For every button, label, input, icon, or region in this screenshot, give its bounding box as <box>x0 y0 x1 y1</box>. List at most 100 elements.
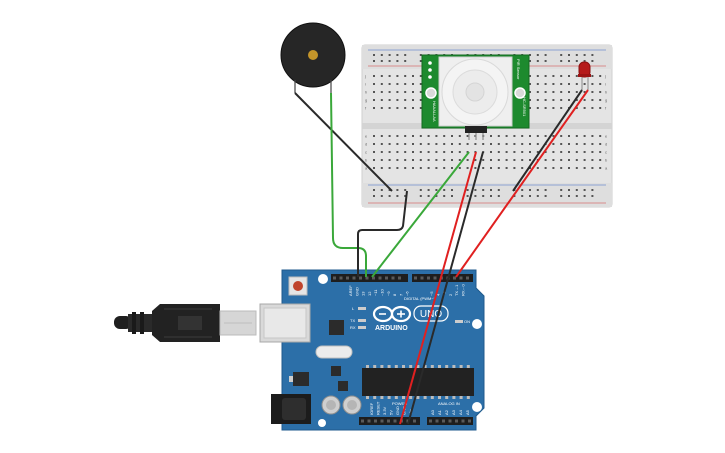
breadboard-hole[interactable] <box>599 151 602 153</box>
header-pin[interactable] <box>442 419 445 423</box>
breadboard-hole[interactable] <box>404 151 407 153</box>
breadboard-hole[interactable] <box>482 143 485 145</box>
header-pin[interactable] <box>372 276 375 280</box>
breadboard-hole[interactable] <box>568 91 570 93</box>
rail-hole[interactable] <box>404 189 407 191</box>
breadboard-hole[interactable] <box>458 151 461 153</box>
breadboard-hole[interactable] <box>560 135 563 137</box>
breadboard-holes[interactable] <box>373 54 602 197</box>
breadboard-hole[interactable] <box>373 167 375 169</box>
rail-hole[interactable] <box>575 60 578 62</box>
rail-hole[interactable] <box>419 54 422 56</box>
header-pin[interactable] <box>393 419 397 423</box>
breadboard-hole[interactable] <box>568 167 570 169</box>
breadboard-hole[interactable] <box>583 83 586 85</box>
breadboard-hole[interactable] <box>505 135 508 137</box>
breadboard-hole[interactable] <box>412 75 414 77</box>
rail-hole[interactable] <box>529 195 531 197</box>
breadboard-hole[interactable] <box>505 159 508 161</box>
breadboard-hole[interactable] <box>388 151 391 153</box>
breadboard-hole[interactable] <box>544 99 547 101</box>
breadboard-hole[interactable] <box>575 91 578 93</box>
wire-gnd-arduino[interactable] <box>357 190 408 277</box>
header-pin[interactable] <box>420 276 424 280</box>
breadboard-hole[interactable] <box>591 143 594 145</box>
header-pin[interactable] <box>359 276 362 280</box>
breadboard-hole[interactable] <box>373 135 375 137</box>
breadboard-hole[interactable] <box>380 91 383 93</box>
breadboard-hole[interactable] <box>560 83 563 85</box>
breadboard-hole[interactable] <box>529 91 531 93</box>
breadboard-hole[interactable] <box>513 143 516 145</box>
rail-hole[interactable] <box>575 195 578 197</box>
breadboard-hole[interactable] <box>396 143 399 145</box>
breadboard-hole[interactable] <box>497 151 500 153</box>
breadboard-hole[interactable] <box>380 167 383 169</box>
rail-hole[interactable] <box>575 189 578 191</box>
breadboard-hole[interactable] <box>568 83 570 85</box>
wire-buzzer-gnd[interactable] <box>294 92 393 192</box>
piezo-buzzer[interactable] <box>280 22 346 93</box>
rail-hole[interactable] <box>388 60 391 62</box>
breadboard-hole[interactable] <box>490 143 492 145</box>
breadboard-hole[interactable] <box>529 75 531 77</box>
breadboard-hole[interactable] <box>552 135 555 137</box>
rail-hole[interactable] <box>583 195 586 197</box>
header-pin[interactable] <box>427 276 430 280</box>
breadboard-hole[interactable] <box>591 159 594 161</box>
rail-hole[interactable] <box>568 195 570 197</box>
breadboard-hole[interactable] <box>466 167 469 169</box>
breadboard-hole[interactable] <box>404 143 407 145</box>
breadboard-hole[interactable] <box>404 91 407 93</box>
rail-hole[interactable] <box>591 189 594 191</box>
breadboard-hole[interactable] <box>568 75 570 77</box>
breadboard-hole[interactable] <box>599 91 602 93</box>
breadboard-hole[interactable] <box>583 91 586 93</box>
breadboard-hole[interactable] <box>474 167 477 169</box>
breadboard-hole[interactable] <box>396 99 399 101</box>
breadboard-hole[interactable] <box>458 135 461 137</box>
rail-hole[interactable] <box>443 189 446 191</box>
breadboard-hole[interactable] <box>544 167 547 169</box>
breadboard-hole[interactable] <box>443 143 446 145</box>
breadboard-hole[interactable] <box>412 151 414 153</box>
breadboard-hole[interactable] <box>412 83 414 85</box>
rail-hole[interactable] <box>443 195 446 197</box>
reset-button-cap[interactable] <box>293 281 303 291</box>
breadboard-hole[interactable] <box>427 135 430 137</box>
header-pin[interactable] <box>455 419 458 423</box>
rail-hole[interactable] <box>482 195 485 197</box>
breadboard-hole[interactable] <box>497 159 500 161</box>
breadboard-hole[interactable] <box>599 135 602 137</box>
breadboard-hole[interactable] <box>529 107 531 109</box>
breadboard-hole[interactable] <box>419 91 422 93</box>
breadboard-hole[interactable] <box>536 135 539 137</box>
breadboard-hole[interactable] <box>412 143 414 145</box>
rail-hole[interactable] <box>388 189 391 191</box>
header-pin[interactable] <box>414 276 417 280</box>
breadboard-hole[interactable] <box>412 107 414 109</box>
header-pin[interactable] <box>387 419 390 423</box>
breadboard-hole[interactable] <box>451 167 453 169</box>
breadboard-hole[interactable] <box>451 143 453 145</box>
rail-hole[interactable] <box>529 60 531 62</box>
breadboard-hole[interactable] <box>521 135 524 137</box>
breadboard-hole[interactable] <box>536 167 539 169</box>
breadboard-hole[interactable] <box>435 143 438 145</box>
rail-hole[interactable] <box>536 189 539 191</box>
breadboard-hole[interactable] <box>443 159 446 161</box>
breadboard-hole[interactable] <box>529 83 531 85</box>
breadboard-hole[interactable] <box>396 159 399 161</box>
rail-hole[interactable] <box>373 189 375 191</box>
breadboard-hole[interactable] <box>435 135 438 137</box>
breadboard-hole[interactable] <box>544 135 547 137</box>
rail-hole[interactable] <box>529 189 531 191</box>
rail-hole[interactable] <box>419 195 422 197</box>
rail-hole[interactable] <box>435 189 438 191</box>
breadboard-hole[interactable] <box>373 83 375 85</box>
breadboard-hole[interactable] <box>536 107 539 109</box>
rail-hole[interactable] <box>474 189 477 191</box>
header-pin[interactable] <box>367 419 371 423</box>
header-pin[interactable] <box>453 276 456 280</box>
breadboard-hole[interactable] <box>560 107 563 109</box>
